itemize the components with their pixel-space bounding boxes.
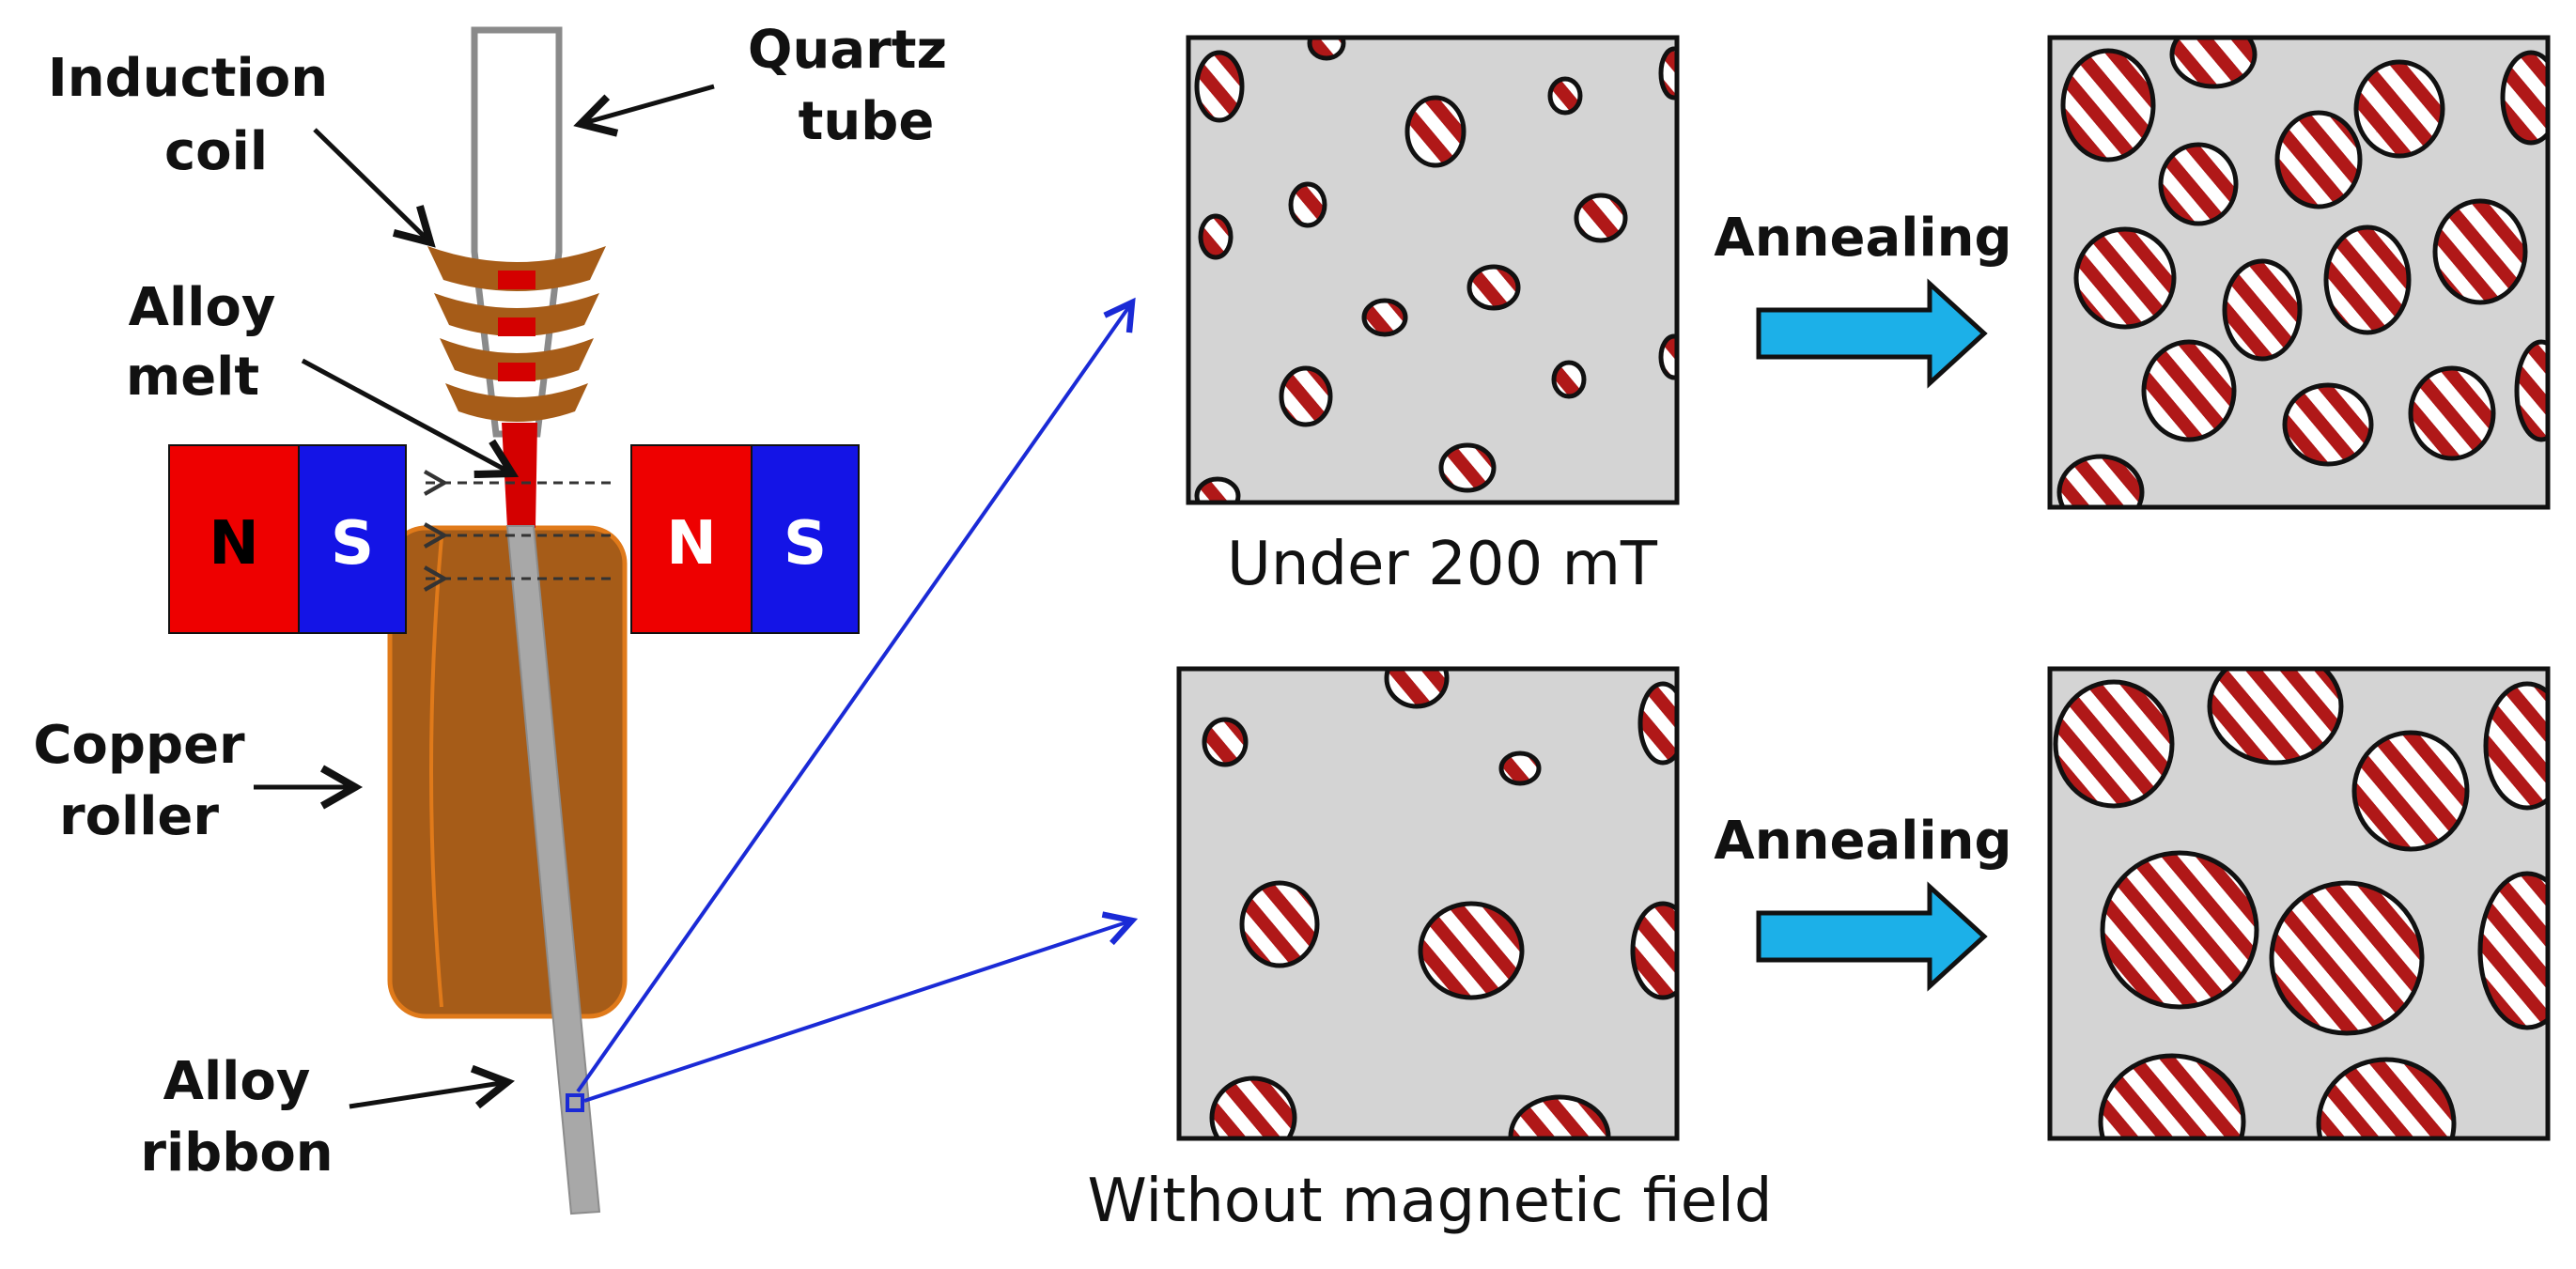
panel-annealed-under-field xyxy=(2047,35,2551,510)
grain xyxy=(2477,871,2548,1030)
annealing-arrow-bottom xyxy=(1756,881,1988,992)
pointer-to-bottom-panel xyxy=(583,911,1139,1103)
grain xyxy=(2056,454,2145,507)
ribbon-sample-marker xyxy=(566,1093,584,1112)
panel-without-field xyxy=(1176,666,1680,1141)
label-alloy-ribbon-2: ribbon xyxy=(140,1122,333,1184)
alloy-melt xyxy=(502,423,537,528)
grain xyxy=(2274,110,2363,209)
label-induction: Induction xyxy=(48,48,328,109)
grain xyxy=(1498,751,1542,786)
grain xyxy=(1361,298,1408,337)
magnet-right-south-label: S xyxy=(784,509,827,579)
annealing-arrow-top xyxy=(1756,278,1988,389)
magnet-right-north-label: N xyxy=(666,509,717,579)
grain xyxy=(1209,1076,1297,1138)
pointer-to-top-panel xyxy=(576,297,1136,1093)
copper-roller xyxy=(387,525,628,1019)
grain xyxy=(1202,717,1249,767)
grain xyxy=(2282,382,2374,467)
arrow-alloy-ribbon xyxy=(349,1064,515,1109)
grain xyxy=(1658,46,1677,101)
grain xyxy=(2207,669,2344,766)
grain xyxy=(1637,681,1677,766)
grain xyxy=(1194,50,1245,123)
grain xyxy=(2500,50,2548,146)
magnet-right: N S xyxy=(630,444,860,634)
grain xyxy=(1547,76,1583,116)
caption-under-200mt: Under 200 mT xyxy=(1227,530,1658,599)
magnet-left-south-label: S xyxy=(331,509,374,579)
grain xyxy=(2169,38,2258,89)
grain xyxy=(1307,38,1346,61)
grain xyxy=(1279,365,1333,427)
grain xyxy=(1384,669,1450,709)
label-roller: roller xyxy=(59,786,219,847)
arrow-alloy-melt xyxy=(301,358,520,479)
grain xyxy=(2269,880,2425,1036)
grain xyxy=(2353,59,2445,159)
grain xyxy=(1194,476,1241,503)
grain xyxy=(2098,1053,2246,1138)
label-alloy-melt-2: melt xyxy=(126,347,259,408)
grain xyxy=(2514,339,2548,442)
grain xyxy=(1466,264,1521,311)
alloy-ribbon xyxy=(505,525,601,1215)
grain xyxy=(1551,360,1587,399)
grain xyxy=(2060,48,2156,162)
grain xyxy=(2408,365,2496,461)
label-annealing-top: Annealing xyxy=(1714,208,2011,269)
label-alloy-melt-1: Alloy xyxy=(129,277,276,338)
grain xyxy=(1404,95,1466,168)
arrow-induction-coil xyxy=(313,128,436,248)
grain xyxy=(1630,901,1677,1000)
label-alloy-ribbon-1: Alloy xyxy=(163,1051,311,1112)
grain xyxy=(2222,258,2303,362)
grain xyxy=(1574,193,1628,243)
grain xyxy=(1288,181,1327,228)
label-quartz: Quartz xyxy=(748,20,947,81)
grain xyxy=(1418,901,1525,1000)
arrow-quartz-tube xyxy=(573,84,715,137)
magnet-left-north-label: N xyxy=(209,509,259,579)
grain xyxy=(1198,213,1234,260)
grain xyxy=(2483,681,2548,811)
magnet-left: N S xyxy=(168,444,407,634)
grain xyxy=(2073,226,2177,330)
grain xyxy=(2100,850,2259,1010)
grain xyxy=(2158,142,2239,226)
grain xyxy=(1438,442,1497,493)
label-annealing-bottom: Annealing xyxy=(1714,811,2011,872)
label-copper: Copper xyxy=(33,715,245,776)
caption-without-field: Without magnetic field xyxy=(1087,1167,1772,1236)
grain xyxy=(2351,730,2470,852)
panel-annealed-without-field xyxy=(2047,666,2551,1141)
grain xyxy=(2432,198,2528,305)
grain xyxy=(2141,339,2237,442)
grain xyxy=(2316,1057,2457,1138)
grain xyxy=(1239,880,1320,968)
panel-under-200mt xyxy=(1186,35,1680,505)
grain xyxy=(2323,224,2412,335)
grain xyxy=(1658,333,1677,380)
label-coil: coil xyxy=(164,121,268,182)
induction-coil xyxy=(427,246,606,422)
label-tube: tube xyxy=(799,91,935,152)
grain xyxy=(2053,679,2175,809)
